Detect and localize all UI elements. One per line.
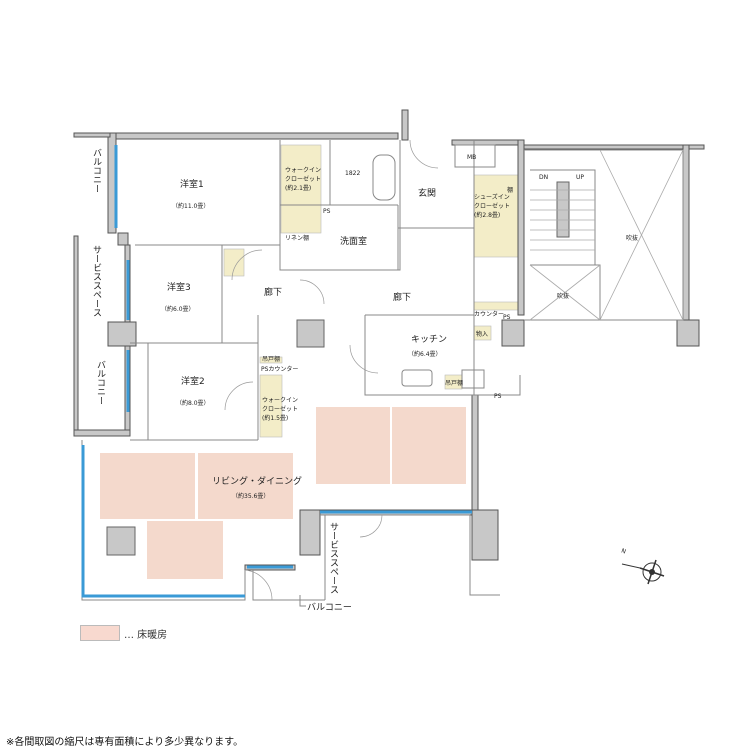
wic2-label: クローゼット bbox=[262, 405, 298, 413]
room-washroom-label: 洗面室 bbox=[340, 235, 367, 247]
wall-cabinet-label: 吊戸棚 bbox=[262, 355, 280, 363]
windows bbox=[81, 145, 472, 598]
floor-heating-areas bbox=[100, 407, 466, 579]
storage-label: 物入 bbox=[476, 330, 488, 338]
stairs-down-label: DN bbox=[539, 174, 548, 181]
room-bath-label: 1822 bbox=[345, 170, 360, 177]
service-space-label: サービススペース bbox=[91, 245, 102, 317]
shoes-closet-area: (約2.8畳) bbox=[474, 211, 500, 219]
service-space-label: サービススペース bbox=[328, 522, 339, 594]
scale-note: ※各間取図の縮尺は専有面積により多少異なります。 bbox=[6, 737, 244, 748]
pillar bbox=[296, 319, 325, 348]
room-western3-area: （約6.0畳） bbox=[161, 305, 195, 313]
void-label: 吹抜 bbox=[557, 292, 569, 300]
wall-cabinet-label: 吊戸棚 bbox=[445, 379, 463, 387]
stairs-up-label: UP bbox=[576, 174, 584, 181]
closets bbox=[223, 144, 520, 438]
room-western1-area: （約11.0畳） bbox=[172, 202, 209, 210]
mb-label: MB bbox=[467, 154, 476, 161]
pillar bbox=[106, 526, 136, 556]
room-living-label: リビング・ダイニング bbox=[212, 475, 302, 487]
legend-label: … 床暖房 bbox=[124, 629, 168, 641]
floor-heating-swatch bbox=[80, 625, 120, 641]
room-living-area: （約35.6畳） bbox=[232, 492, 269, 500]
wic1-label: ウォークイン bbox=[285, 166, 321, 174]
ps-counter-label: PSカウンター bbox=[261, 365, 298, 373]
room-western3-label: 洋室3 bbox=[167, 281, 191, 293]
balcony-label: バルコニー bbox=[95, 360, 106, 405]
compass-north-label: N bbox=[620, 547, 627, 555]
wic2-area: (約1.5畳) bbox=[262, 414, 288, 422]
shelf-label: 棚 bbox=[507, 186, 513, 194]
legend: … 床暖房 bbox=[80, 625, 167, 641]
void-label: 吹抜 bbox=[626, 234, 638, 242]
room-western2-label: 洋室2 bbox=[181, 375, 205, 387]
wic1-label: クローゼット bbox=[285, 175, 321, 183]
hallway-label: 廊下 bbox=[264, 286, 282, 298]
interior-walls bbox=[81, 139, 684, 601]
wic2-label: ウォークイン bbox=[262, 396, 298, 404]
shoes-closet-label: シューズイン bbox=[474, 193, 510, 201]
shoes-closet-label: クローゼット bbox=[474, 202, 510, 210]
hallway-label: 廊下 bbox=[393, 291, 411, 303]
balcony-label: バルコニー bbox=[91, 148, 102, 193]
counter-label: カウンター bbox=[474, 310, 504, 318]
room-western2-area: （約8.0畳） bbox=[176, 399, 210, 407]
room-kitchen-area: （約6.4畳） bbox=[408, 350, 442, 358]
wic1-area: (約2.1畳) bbox=[285, 184, 311, 192]
linen-shelf-label: リネン棚 bbox=[285, 234, 309, 242]
ps-label: PS bbox=[494, 393, 502, 400]
balcony-label: バルコニー bbox=[307, 602, 352, 613]
ps-label: PS bbox=[503, 314, 511, 321]
ps-label: PS bbox=[323, 208, 331, 215]
room-western1-label: 洋室1 bbox=[180, 178, 204, 190]
room-entrance-label: 玄関 bbox=[418, 187, 436, 199]
compass-icon: N bbox=[620, 547, 665, 585]
room-kitchen-label: キッチン bbox=[411, 334, 447, 345]
